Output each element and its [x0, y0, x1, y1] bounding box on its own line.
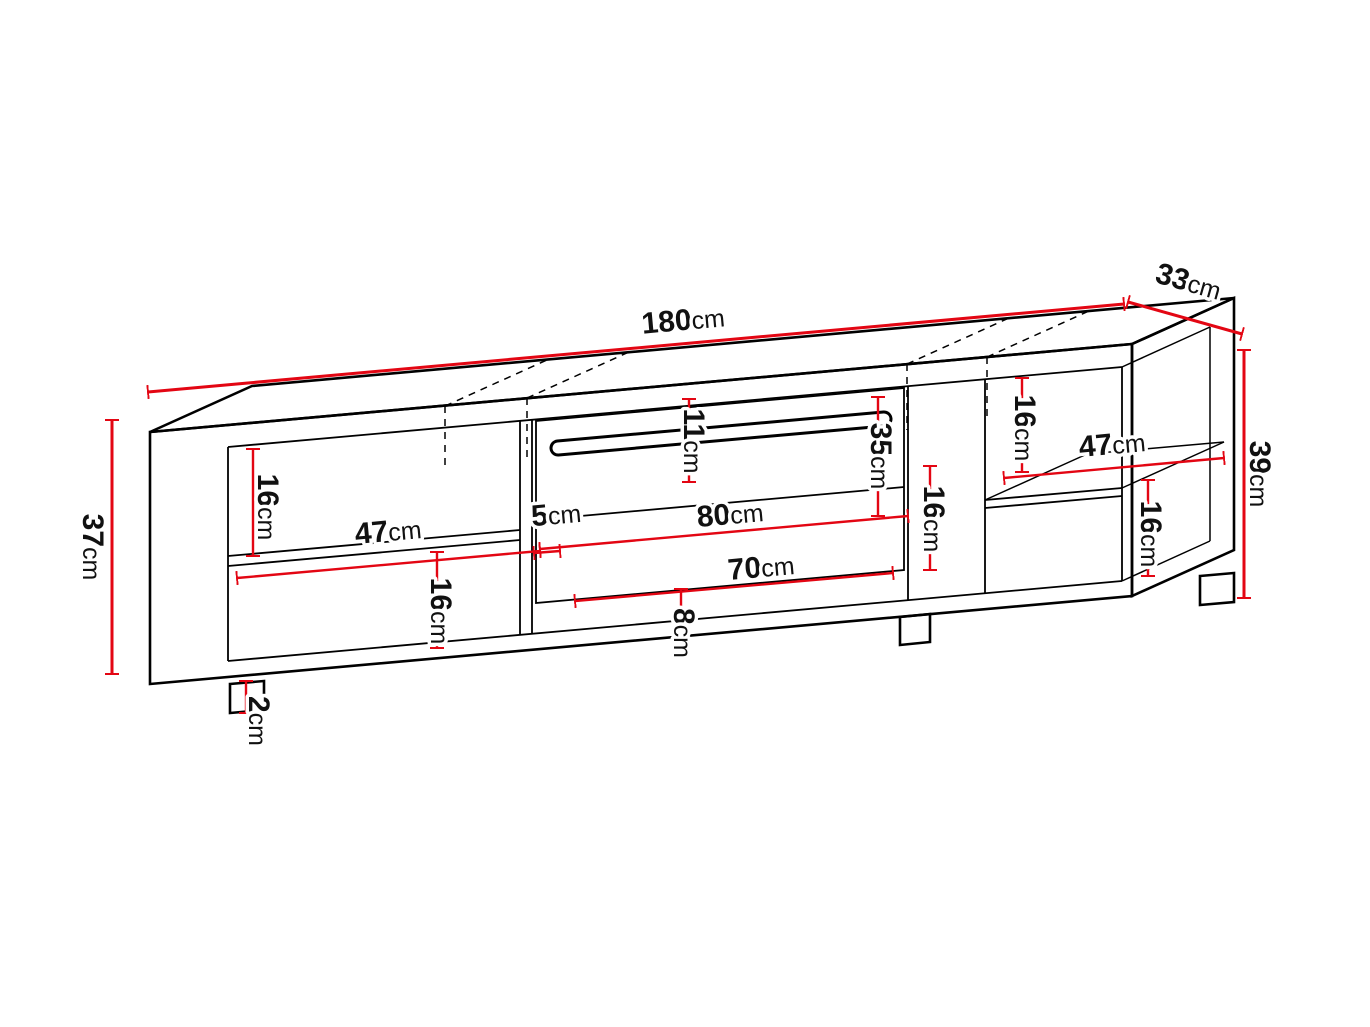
dimension-lines — [105, 294, 1251, 714]
foot-middle — [898, 612, 932, 647]
dim-line-total-depth — [1125, 294, 1245, 342]
dim-label-left-height: 37cm — [76, 514, 109, 581]
dim-label-right-shelf-width: 47cm — [1077, 425, 1146, 464]
dim-label-middle-bottom-gap: 8cm — [667, 608, 700, 658]
right-shelf-front-edge — [984, 487, 1123, 501]
door-handle-slot-cutout — [552, 413, 890, 454]
dim-line-middle-opening-width — [538, 508, 910, 557]
dim-label-total-depth: 33cm — [1152, 257, 1225, 307]
dim-label-right-height: 39cm — [1243, 441, 1276, 508]
dim-label-middle-right-compartment: 16cm — [917, 486, 950, 553]
dim-label-total-width: 180cm — [640, 300, 726, 340]
dim-label-flap-top-gap: 11cm — [677, 408, 710, 473]
dim-label-left-shelf-width: 47cm — [353, 512, 422, 551]
dim-label-right-top-compartment: 16cm — [1008, 395, 1041, 462]
dim-label-middle-height: 35cm — [864, 423, 897, 490]
dim-line-left-shelf-width — [235, 543, 542, 586]
dim-label-right-bottom-compartment: 16cm — [1134, 501, 1167, 568]
right-interior-bottom-depth-edge — [1121, 540, 1211, 582]
dim-label-left-top-compartment: 16cm — [251, 474, 284, 541]
dim-label-left-bottom-compartment: 16cm — [424, 578, 457, 645]
dim-label-foot-height: 2cm — [242, 696, 275, 746]
foot-right — [1198, 571, 1236, 607]
right-interior-top-depth-edge — [1121, 326, 1211, 368]
dim-label-partition-gap: 5cm — [530, 496, 583, 533]
dim-label-middle-opening-width: 80cm — [695, 495, 764, 534]
right-shelf-front-thickness-edge — [984, 495, 1123, 509]
dimension-labels: 180cm 33cm 37cm 39cm 16cm 47cm 16cm 5cm … — [73, 253, 1280, 749]
dim-label-middle-lower-width: 70cm — [726, 548, 795, 587]
dim-line-middle-lower-width — [573, 565, 895, 609]
dim-line-right-shelf-width — [1002, 450, 1226, 486]
dim-line-total-width — [146, 296, 1126, 400]
